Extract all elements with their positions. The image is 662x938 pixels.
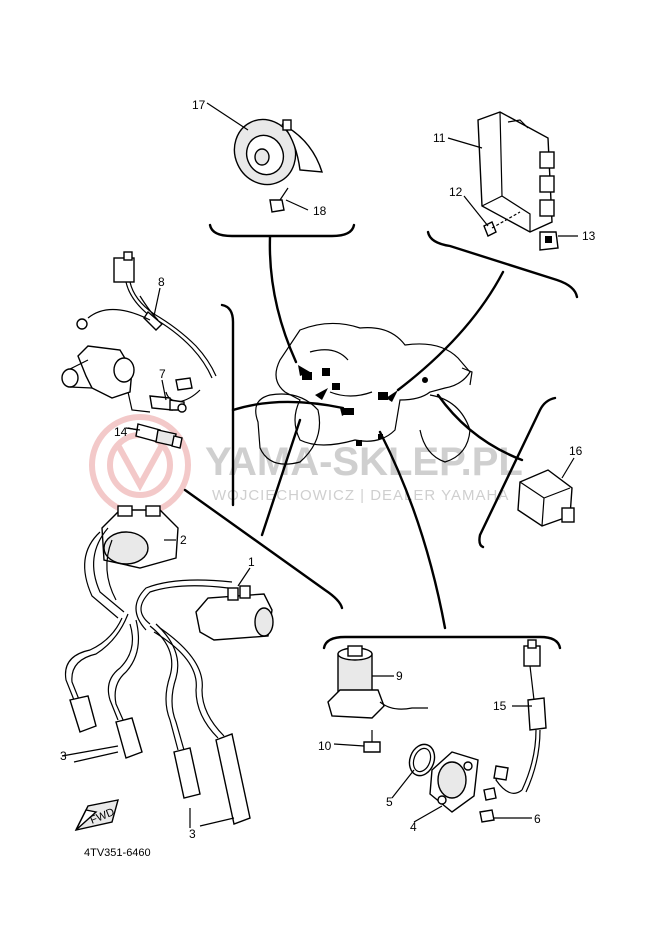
- watermark: YAMA-SKLEP.PL WOJCIECHOWICZ | DEALER YAM…: [89, 414, 523, 516]
- callout-4: 4: [410, 820, 417, 834]
- callout-14: 14: [114, 425, 128, 439]
- callout-13: 13: [582, 229, 596, 243]
- watermark-tagline: WOJCIECHOWICZ | DEALER YAMAHA: [212, 487, 509, 504]
- wire-harness[interactable]: [76, 251, 217, 403]
- relay[interactable]: [517, 469, 575, 527]
- ignition-coil-2[interactable]: [84, 505, 179, 619]
- callout-8: 8: [158, 275, 165, 289]
- leader-lines: [125, 102, 578, 823]
- callout-15: 15: [493, 699, 507, 713]
- fwd-arrow-icon: FWD: [74, 799, 119, 832]
- callout-3-left: 3: [60, 749, 67, 763]
- callout-17: 17: [192, 98, 206, 112]
- callout-5: 5: [386, 795, 393, 809]
- sensor-cylinder[interactable]: [61, 345, 151, 413]
- sensor-lead[interactable]: [493, 639, 547, 794]
- callout-6: 6: [534, 812, 541, 826]
- watermark-seal-mark: [115, 443, 165, 492]
- callout-10: 10: [318, 739, 332, 753]
- callout-11: 11: [433, 131, 446, 145]
- ignition-coil-1[interactable]: [135, 579, 274, 641]
- horn-bolt[interactable]: [269, 187, 289, 213]
- watermark-brand: YAMA-SKLEP.PL: [205, 440, 523, 484]
- callout-7: 7: [159, 367, 166, 381]
- horn[interactable]: [224, 109, 323, 194]
- diagram-code: 4TV351-6460: [84, 847, 151, 859]
- ecu-bracket[interactable]: [539, 231, 559, 251]
- callout-12: 12: [449, 185, 463, 199]
- callout-18: 18: [313, 204, 327, 218]
- callout-3-right: 3: [189, 827, 196, 841]
- solenoid[interactable]: [327, 645, 428, 719]
- ecu[interactable]: [477, 111, 555, 233]
- motorcycle-outline: [255, 322, 473, 465]
- callout-2: 2: [180, 533, 187, 547]
- callout-1: 1: [248, 555, 255, 569]
- callout-9: 9: [396, 669, 403, 683]
- o-ring[interactable]: [405, 741, 438, 779]
- connector-lines: [231, 235, 524, 630]
- group-brackets: [183, 223, 579, 650]
- callout-16: 16: [569, 444, 583, 458]
- sensor-bolt[interactable]: [479, 787, 497, 823]
- sensor[interactable]: [149, 395, 187, 413]
- spark-plug[interactable]: [127, 423, 183, 449]
- plug-caps[interactable]: [61, 613, 251, 828]
- callouts: 17 18 11 12 13 8 7 14 16 2 1 3 3 9 10 5 …: [60, 98, 596, 841]
- solenoid-bolt[interactable]: [363, 730, 381, 753]
- sensor-body[interactable]: [429, 751, 479, 813]
